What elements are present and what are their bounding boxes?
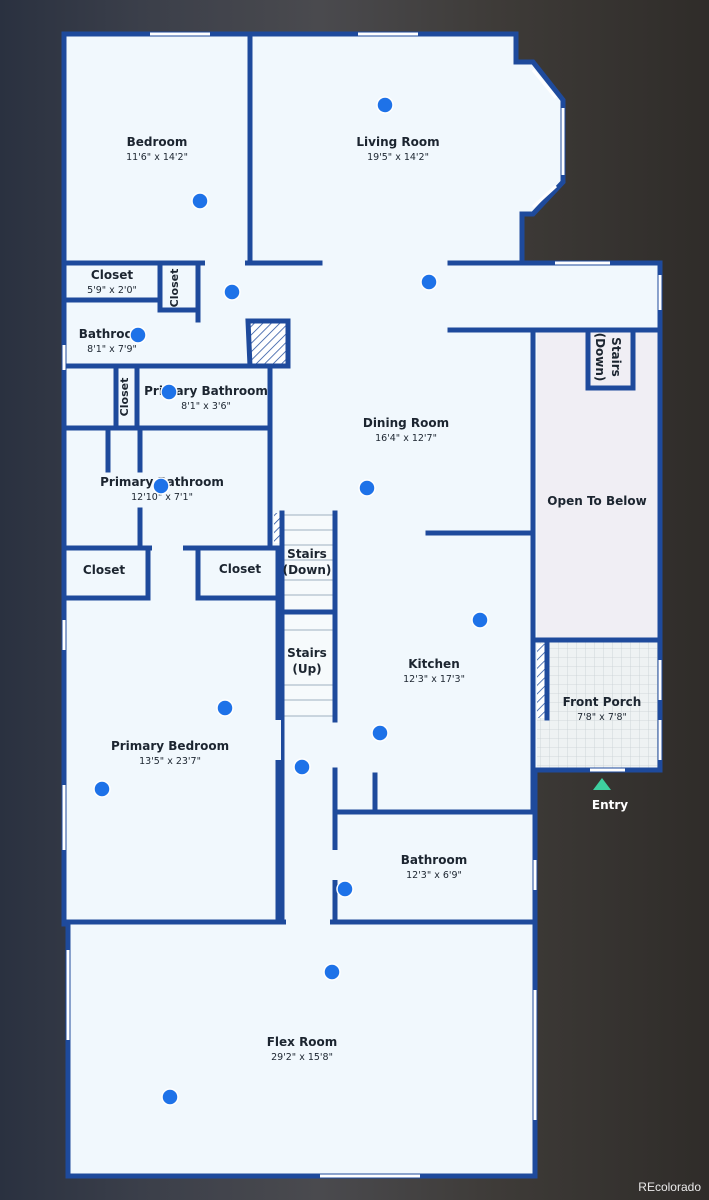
photo-pin-icon[interactable] bbox=[216, 699, 234, 717]
entry-label: Entry bbox=[592, 798, 628, 812]
room-label-closet-vertical-1: Closet bbox=[168, 269, 181, 308]
floor-area bbox=[64, 34, 660, 1176]
room-dimensions: 5'9" x 2'0" bbox=[87, 285, 137, 296]
watermark: REcolorado bbox=[638, 1180, 701, 1194]
photo-pin-icon[interactable] bbox=[323, 963, 341, 981]
room-label-closet-vertical-2: Closet bbox=[118, 378, 131, 417]
room-label-bedroom: Bedroom 11'6" x 14'2" bbox=[126, 135, 188, 163]
photo-pin-icon[interactable] bbox=[161, 1088, 179, 1106]
photo-pin-icon[interactable] bbox=[129, 326, 147, 344]
room-name: Closet bbox=[118, 378, 131, 417]
room-name: Stairs bbox=[287, 547, 327, 561]
room-dimensions: 7'8" x 7'8" bbox=[577, 712, 627, 723]
room-dimensions: 29'2" x 15'8" bbox=[271, 1052, 333, 1063]
open-to-below-area bbox=[537, 332, 658, 640]
room-dimensions: 19'5" x 14'2" bbox=[367, 152, 429, 163]
windows bbox=[62, 32, 662, 1178]
room-label-closet-1: Closet 5'9" x 2'0" bbox=[87, 268, 137, 296]
room-name: Front Porch bbox=[563, 695, 642, 709]
room-dimensions: 12'3" x 17'3" bbox=[403, 674, 465, 685]
room-dimensions: 12'10" x 7'1" bbox=[131, 492, 193, 503]
room-name: Kitchen bbox=[408, 657, 460, 671]
room-name: Flex Room bbox=[267, 1035, 338, 1049]
room-labels: Bedroom 11'6" x 14'2" Living Room 19'5" x 1… bbox=[79, 135, 647, 1063]
hatched-block bbox=[250, 321, 288, 366]
room-name: Primary Bedroom bbox=[111, 739, 229, 753]
photo-pin-icon[interactable] bbox=[376, 96, 394, 114]
photo-pin-icon[interactable] bbox=[371, 724, 389, 742]
room-subtitle: (Up) bbox=[292, 662, 321, 676]
room-label-bathroom-1: Bathroom 8'1" x 7'9" bbox=[79, 327, 145, 355]
photo-pin-icon[interactable] bbox=[471, 611, 489, 629]
room-dimensions: 16'4" x 12'7" bbox=[375, 433, 437, 444]
photo-pin-icon[interactable] bbox=[223, 283, 241, 301]
room-label-stairs-down-top: Stairs(Down) bbox=[593, 333, 623, 382]
room-name: Closet bbox=[91, 268, 133, 282]
room-subtitle: (Down) bbox=[593, 333, 607, 382]
room-label-stairs-up: Stairs (Up) bbox=[287, 646, 327, 676]
room-label-flex-room: Flex Room 29'2" x 15'8" bbox=[267, 1035, 338, 1063]
entry-arrow-icon bbox=[593, 778, 611, 790]
photo-pin-icon[interactable] bbox=[160, 383, 178, 401]
room-label-living-room: Living Room 19'5" x 14'2" bbox=[356, 135, 439, 163]
photo-pins bbox=[93, 96, 489, 1106]
room-name: Stairs bbox=[609, 337, 623, 377]
room-name: Closet bbox=[219, 562, 261, 576]
room-name: Open To Below bbox=[547, 494, 646, 508]
room-label-closet-3: Closet bbox=[219, 562, 261, 576]
photo-pin-icon[interactable] bbox=[336, 880, 354, 898]
room-name: Closet bbox=[168, 269, 181, 308]
room-label-primary-bedroom: Primary Bedroom 13'5" x 23'7" bbox=[111, 739, 229, 767]
room-label-stairs-down: Stairs (Down) bbox=[283, 547, 332, 577]
stairs-up-treads bbox=[283, 613, 334, 717]
room-label-dining-room: Dining Room 16'4" x 12'7" bbox=[363, 416, 449, 444]
room-label-open-to-below: Open To Below bbox=[547, 494, 646, 508]
photo-pin-icon[interactable] bbox=[152, 477, 170, 495]
room-dimensions: 11'6" x 14'2" bbox=[126, 152, 188, 163]
room-dimensions: 13'5" x 23'7" bbox=[139, 756, 201, 767]
stair-hatch bbox=[274, 513, 282, 543]
room-label-closet-2: Closet bbox=[83, 563, 125, 577]
room-dimensions: 8'1" x 7'9" bbox=[87, 344, 137, 355]
front-porch-area bbox=[537, 642, 660, 770]
room-name: Closet bbox=[83, 563, 125, 577]
room-dimensions: 8'1" x 3'6" bbox=[181, 401, 231, 412]
photo-pin-icon[interactable] bbox=[293, 758, 311, 776]
door-openings bbox=[152, 260, 338, 925]
room-label-front-porch: Front Porch 7'8" x 7'8" bbox=[563, 695, 642, 723]
room-name: Bathroom bbox=[79, 327, 145, 341]
room-name: Stairs bbox=[287, 646, 327, 660]
room-name: Bathroom bbox=[401, 853, 467, 867]
room-name: Dining Room bbox=[363, 416, 449, 430]
photo-pin-icon[interactable] bbox=[191, 192, 209, 210]
photo-pin-icon[interactable] bbox=[93, 780, 111, 798]
room-label-kitchen: Kitchen 12'3" x 17'3" bbox=[403, 657, 465, 685]
photo-pin-icon[interactable] bbox=[420, 273, 438, 291]
porch-hatch bbox=[537, 644, 547, 718]
room-name: Living Room bbox=[356, 135, 439, 149]
photo-pin-icon[interactable] bbox=[358, 479, 376, 497]
room-name: Bedroom bbox=[127, 135, 188, 149]
room-subtitle: (Down) bbox=[283, 563, 332, 577]
room-label-bathroom-2: Bathroom 12'3" x 6'9" bbox=[401, 853, 467, 881]
room-dimensions: 12'3" x 6'9" bbox=[406, 870, 462, 881]
